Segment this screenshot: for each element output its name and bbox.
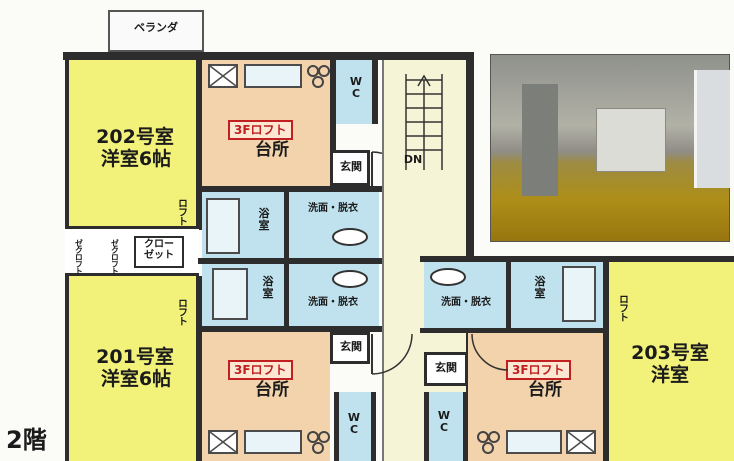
room-202-type: 洋室6帖 [100, 148, 172, 170]
outer-wall-left [63, 52, 468, 60]
room-203-area [609, 262, 734, 461]
bathtub-202-icon [206, 198, 240, 254]
wc-202-area [336, 60, 378, 124]
loft-201-label: 3Fロフト [234, 363, 287, 377]
photo-window [694, 70, 730, 188]
veranda [108, 10, 204, 52]
photo-door [522, 84, 558, 196]
room-201-type: 洋室6帖 [100, 368, 172, 390]
kitchen-201-label: 台所 [255, 380, 289, 400]
loft-vertical-label-201: ロフト [175, 297, 187, 325]
wall-wc-202 [330, 60, 336, 186]
wall-bath-row-201 [198, 258, 382, 264]
room-202-name: 202号室 [96, 126, 174, 148]
wall-201-right [196, 276, 202, 461]
wall-202-right [196, 60, 202, 230]
room-201-name: 201号室 [96, 346, 174, 368]
ladder-label-left: ゼクロフト [74, 238, 84, 274]
photo-cabinet [596, 108, 666, 172]
loft-vertical-label-202: ロフト [175, 197, 187, 225]
kitchen-202-label: 台所 [255, 140, 289, 160]
wall-wash-202 [284, 192, 289, 258]
wc-201-label: W C [347, 411, 361, 436]
burner-201-icon [307, 431, 330, 454]
entrance-202-area [330, 150, 370, 186]
stairs-icon [405, 74, 443, 170]
loft-203-label: 3Fロフト [512, 363, 565, 377]
wall-kitchen-201-top [198, 326, 382, 332]
washbasin-202-icon [332, 228, 368, 246]
entrance-203-label: 玄関 [435, 361, 457, 374]
entrance-201-label: 玄関 [340, 340, 362, 353]
burner-203-icon [477, 431, 500, 454]
loft-202-label: 3Fロフト [234, 123, 287, 137]
wall-203-top [420, 256, 734, 262]
stove-202-cross-icon [209, 65, 237, 87]
sink-201-icon [244, 430, 302, 454]
loft-202-badge: 3Fロフト [228, 120, 293, 140]
closet-label: クロー ゼット [144, 239, 174, 261]
burner-202-icon [307, 65, 330, 88]
wc-203-label: W C [437, 409, 451, 434]
wc-201-area [334, 392, 376, 461]
room-202-area [65, 60, 198, 226]
room-203-type: 洋室 [650, 364, 689, 386]
entrance-203-area [424, 352, 468, 386]
washbasin-203-icon [430, 268, 466, 286]
wc-203-area [424, 392, 468, 461]
entrance-202-label: 玄関 [340, 160, 362, 173]
washroom-202-area [289, 192, 379, 258]
loft-201-badge: 3Fロフト [228, 360, 293, 380]
washroom-202-label: 洗面・脱衣 [308, 203, 358, 214]
washbasin-201-icon [332, 270, 368, 288]
entrance-201-area [330, 332, 370, 364]
bath-202-label: 浴 室 [258, 207, 270, 232]
door-201-icon [371, 333, 413, 375]
sink-203-icon [506, 430, 562, 454]
wc-202-label: W C [349, 75, 363, 100]
closet-box [134, 236, 184, 268]
kitchen-203-label: 台所 [528, 380, 562, 400]
wall-bath-row-202 [198, 186, 382, 192]
bath-203-label: 浴 室 [534, 275, 546, 300]
room-203-name: 203号室 [631, 342, 709, 364]
room-201-area [65, 276, 198, 461]
wall-wash-201 [284, 264, 289, 326]
door-203-icon [471, 333, 509, 371]
bathtub-203-icon [562, 266, 596, 322]
wall-kitchen-203-top [420, 328, 603, 333]
stove-201-cross-icon [209, 431, 237, 453]
stove-203-cross-icon [567, 431, 595, 453]
bath-201-label: 浴 室 [262, 275, 274, 300]
washroom-203-label: 洗面・脱衣 [441, 297, 491, 308]
floor-label: 2階 [6, 426, 47, 454]
ladder-label-right: ゼクロフト [110, 238, 120, 274]
loft-vertical-label-203: ロフト [616, 293, 628, 321]
washroom-201-label: 洗面・脱衣 [308, 297, 358, 308]
bathtub-201-icon [212, 268, 248, 320]
wall-203-mid [603, 256, 609, 461]
loft-203-badge: 3Fロフト [506, 360, 571, 380]
stairs-dn-label: DN [403, 153, 423, 166]
sink-202-icon [244, 64, 302, 88]
wall-bath-203 [506, 262, 511, 328]
veranda-label: ベランダ [134, 21, 178, 34]
